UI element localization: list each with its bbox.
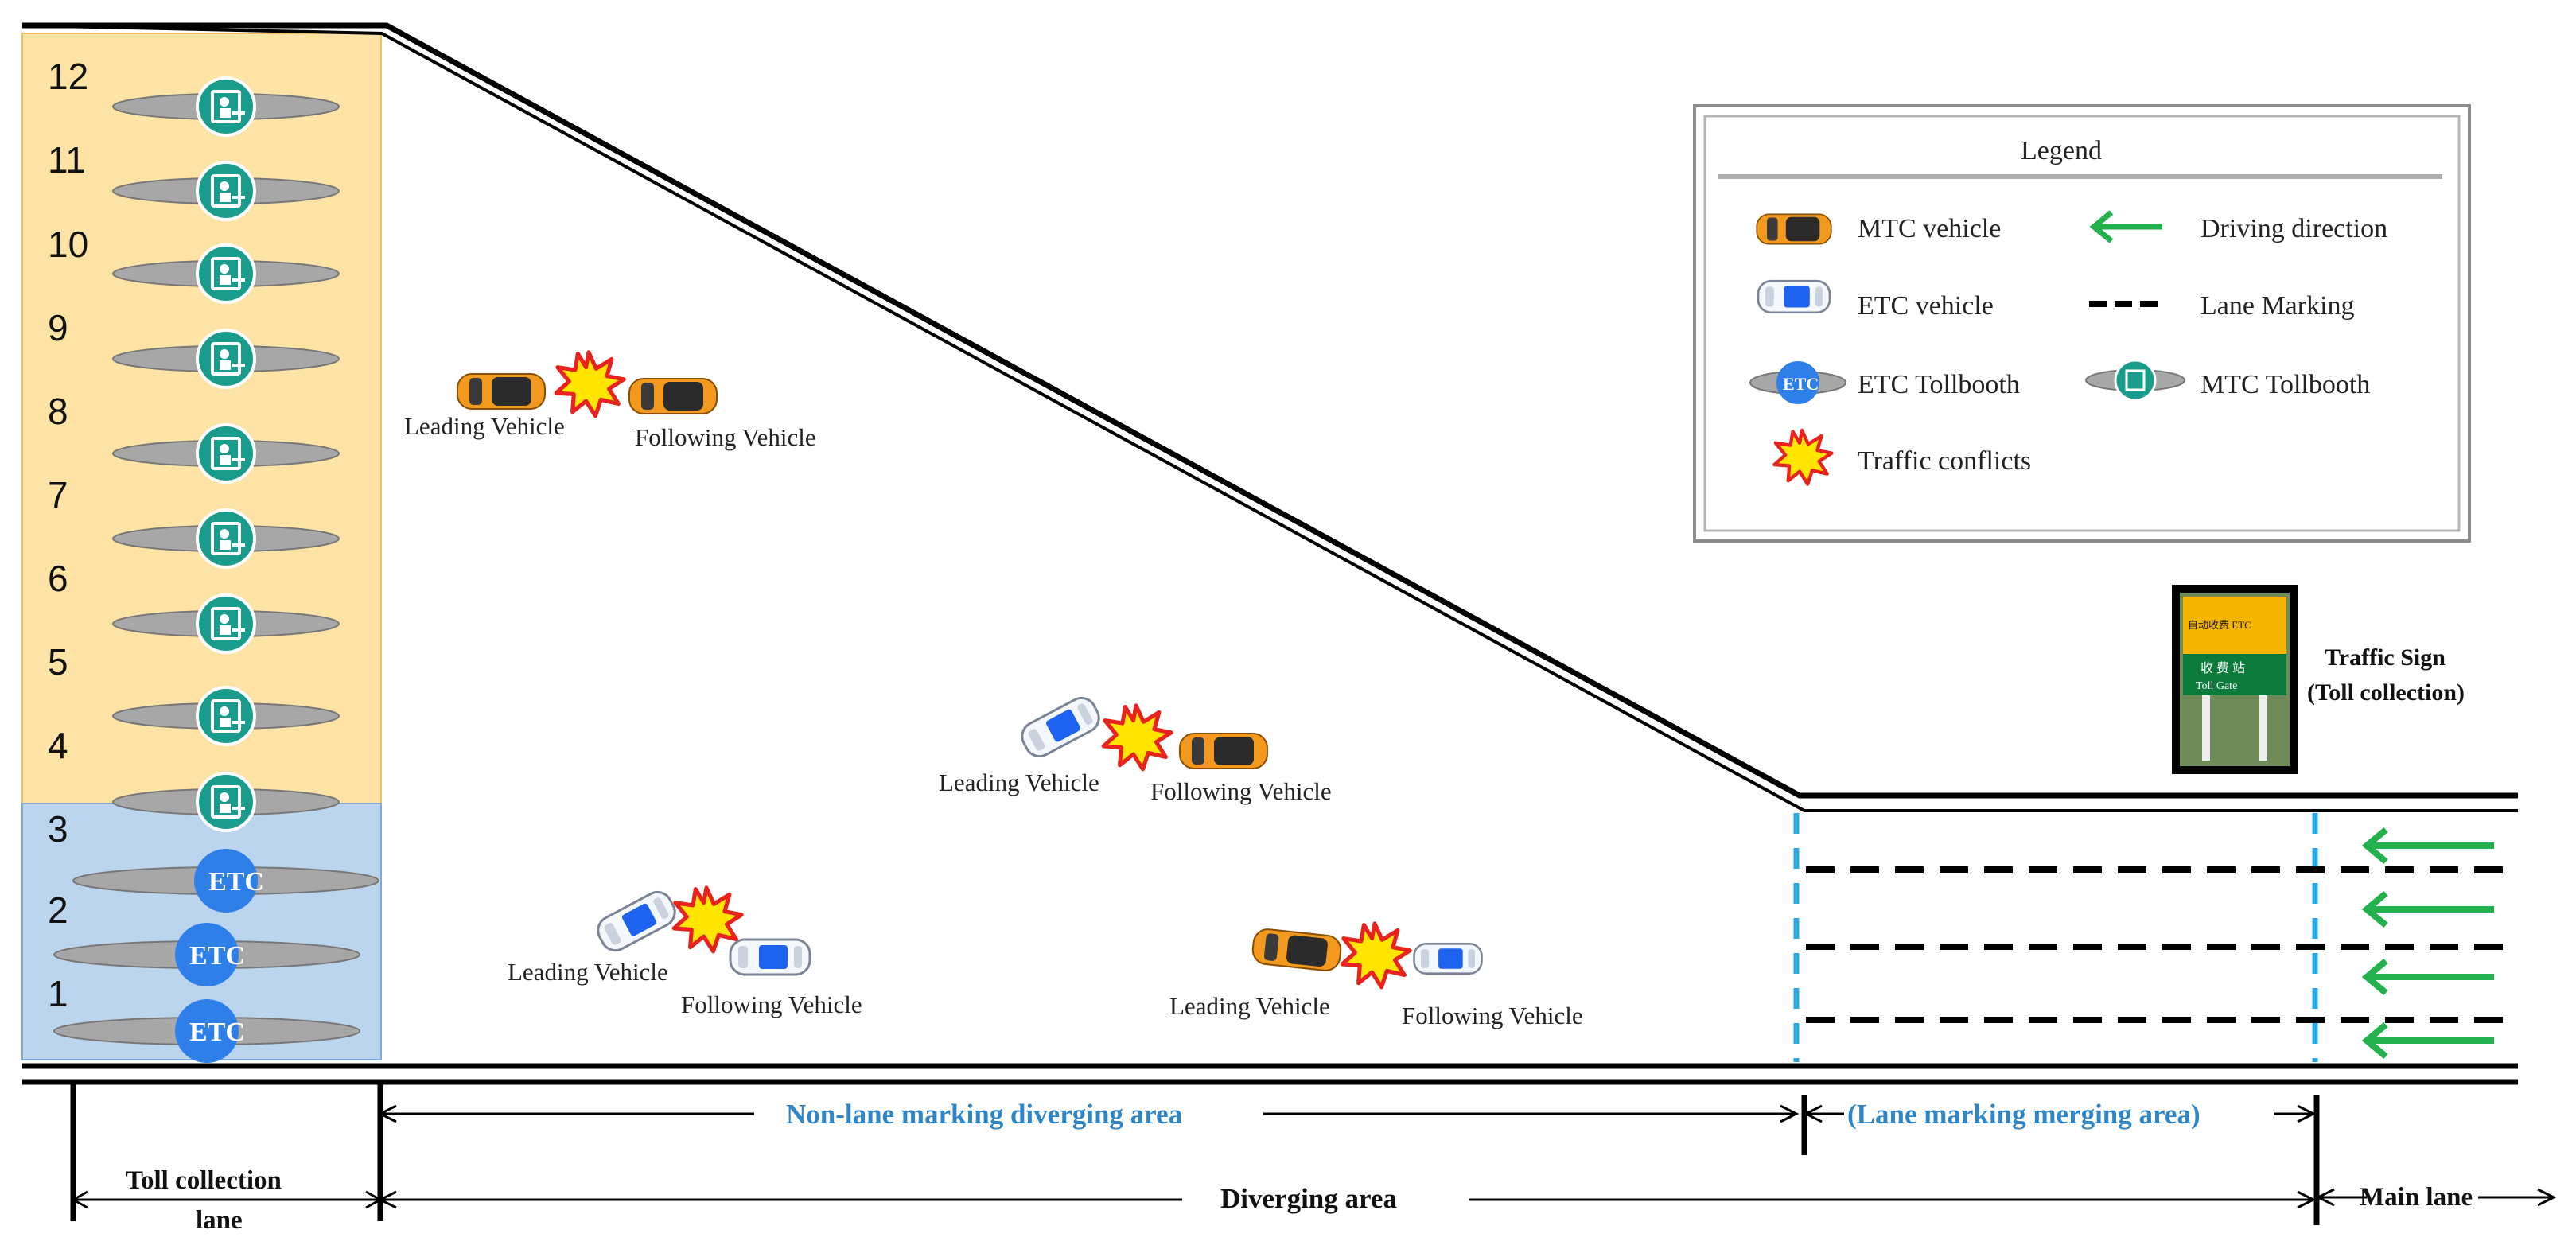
- lane-markings: [1806, 866, 2518, 1023]
- etc-vehicle-icon: [592, 885, 681, 957]
- lane-area-boundaries: [1793, 813, 2318, 1062]
- lane-number: 7: [48, 474, 68, 516]
- legend: Legend MTC vehicle Driving direction ETC…: [1693, 104, 2471, 543]
- leading-vehicle-label: Leading Vehicle: [939, 769, 1099, 796]
- mtc-vehicle-icon: [1756, 213, 1832, 245]
- etc-tollbooth-icon: ETC: [1749, 361, 1846, 404]
- non-lane-marking-area-label: Non-lane marking diverging area: [786, 1099, 1182, 1130]
- traffic-conflict-icon: [556, 352, 624, 416]
- conflict-scenario-etc-mtc: Leading Vehicle Following Vehicle: [939, 691, 1332, 805]
- lane-number: 5: [48, 641, 68, 683]
- mtc-vehicle-icon: [628, 378, 718, 414]
- road-lower-edge: [22, 1063, 2518, 1085]
- toll-collection-lane-label: lane: [196, 1206, 243, 1235]
- road-upper-edge: [21, 22, 2518, 812]
- driving-direction-arrow-icon: [2367, 893, 2494, 925]
- mtc-vehicle-icon: [1251, 927, 1343, 973]
- lane-number: 9: [48, 307, 68, 348]
- following-vehicle-label: Following Vehicle: [681, 990, 862, 1018]
- etc-tollbooths: ETC ETC ETC: [53, 848, 379, 1064]
- mtc-tollbooths: [111, 76, 340, 832]
- traffic-conflict-icon: [1342, 924, 1410, 987]
- legend-label: Lane Marking: [2200, 291, 2355, 321]
- etc-tollbooth-label: ETC: [208, 867, 264, 897]
- conflict-scenario-etc-etc: Leading Vehicle Following Vehicle: [508, 887, 862, 1018]
- lane-number: 2: [48, 889, 68, 931]
- conflict-scenario-mtc-etc: Leading Vehicle Following Vehicle: [1169, 924, 1583, 1029]
- etc-vehicle-icon: [729, 938, 811, 976]
- etc-vehicle-icon: [1757, 279, 1831, 314]
- leading-vehicle-label: Leading Vehicle: [508, 958, 668, 986]
- driving-direction-arrow-icon: [2367, 961, 2494, 993]
- traffic-sign-caption: Traffic Sign: [2325, 644, 2446, 671]
- driving-direction-arrow-icon: [2089, 210, 2162, 243]
- mtc-lane-zone: [21, 33, 382, 804]
- driving-direction-arrow-icon: [2367, 830, 2494, 862]
- leading-vehicle-label: Leading Vehicle: [404, 412, 565, 440]
- lane-number: 10: [48, 224, 88, 265]
- toll-collection-lane-label: Toll collection: [126, 1166, 282, 1195]
- etc-tollbooth-label: ETC: [189, 1018, 245, 1047]
- main-lane-label: Main lane: [2360, 1183, 2473, 1212]
- legend-label: MTC Tollbooth: [2200, 370, 2370, 399]
- traffic-sign-board-bottom-en: Toll Gate: [2196, 680, 2237, 692]
- traffic-sign: 自动收费 ETC 收 费 站 Toll Gate Traffic Sign (T…: [2172, 585, 2465, 774]
- legend-label: MTC vehicle: [1858, 214, 2001, 243]
- etc-tollbooth-label: ETC: [189, 941, 245, 971]
- lane-numbers: 12 11 10 9 8 7 6 5 4 3 2 1: [48, 56, 88, 1014]
- mtc-vehicle-icon: [457, 373, 546, 410]
- lane-number: 1: [48, 973, 68, 1014]
- lane-marking-area-label: (Lane marking merging area): [1847, 1099, 2200, 1130]
- conflict-scenario-mtc-mtc: Leading Vehicle Following Vehicle: [404, 352, 816, 451]
- traffic-sign-board-top: 自动收费 ETC: [2188, 619, 2251, 631]
- following-vehicle-label: Following Vehicle: [1150, 777, 1332, 805]
- legend-label: ETC vehicle: [1858, 291, 1994, 321]
- traffic-conflict-icon: [1103, 706, 1171, 769]
- etc-vehicle-icon: [1413, 943, 1483, 975]
- svg-text:ETC: ETC: [1783, 374, 1819, 394]
- lane-number: 3: [48, 808, 68, 850]
- diverging-area-label: Diverging area: [1220, 1183, 1397, 1214]
- traffic-sign-caption: (Toll collection): [2307, 679, 2465, 706]
- mtc-vehicle-icon: [1179, 733, 1268, 769]
- lane-number: 4: [48, 725, 68, 766]
- legend-label: ETC Tollbooth: [1858, 370, 2020, 399]
- lane-number: 12: [48, 56, 88, 97]
- traffic-sign-board-bottom: 收 费 站: [2200, 661, 2245, 675]
- etc-vehicle-icon: [1016, 691, 1105, 763]
- traffic-conflict-icon: [674, 888, 741, 951]
- legend-label: Driving direction: [2200, 214, 2387, 243]
- leading-vehicle-label: Leading Vehicle: [1169, 992, 1330, 1020]
- driving-direction-arrow-icon: [2367, 1025, 2494, 1056]
- lane-number: 11: [48, 139, 86, 181]
- lane-number: 6: [48, 558, 68, 599]
- following-vehicle-label: Following Vehicle: [1402, 1002, 1583, 1029]
- following-vehicle-label: Following Vehicle: [635, 423, 816, 451]
- mtc-tollbooth-icon: [2085, 359, 2185, 402]
- lane-number: 8: [48, 391, 68, 432]
- legend-label: Traffic conflicts: [1858, 446, 2031, 476]
- legend-title: Legend: [2021, 136, 2102, 165]
